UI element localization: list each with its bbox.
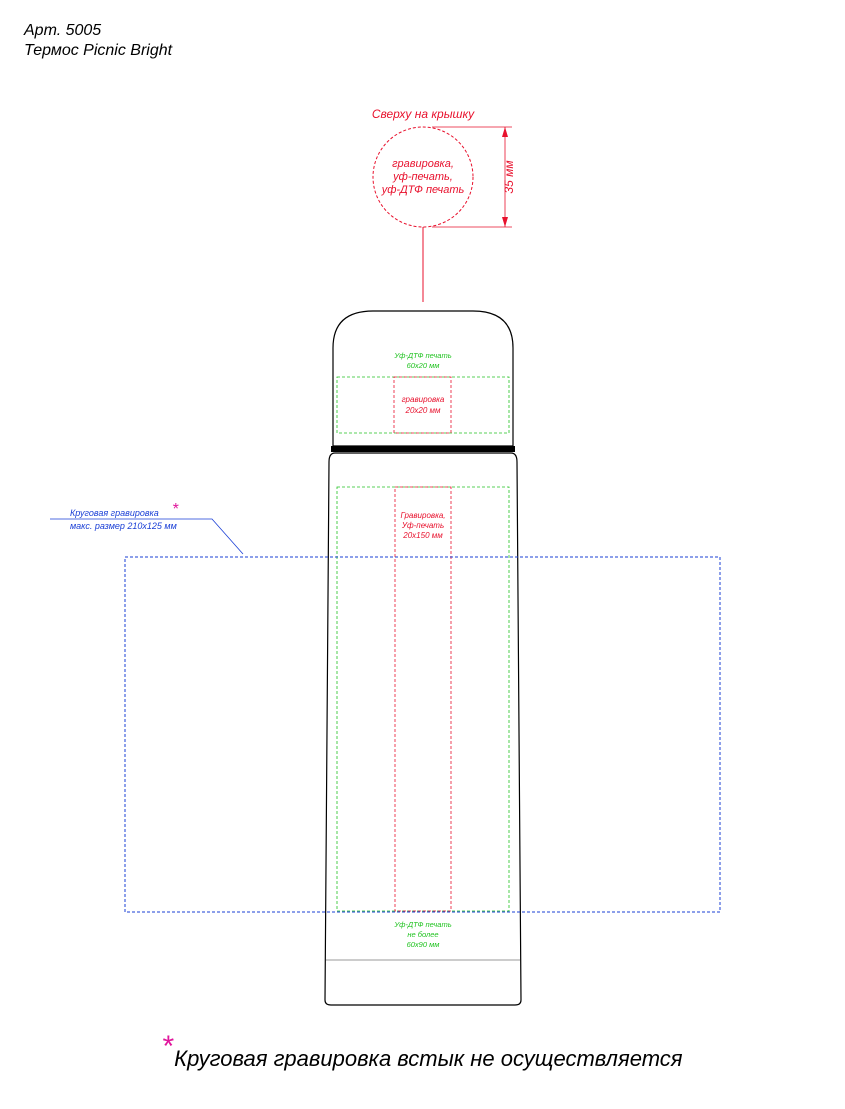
body-engraving-line-3: 20x150 мм (402, 531, 443, 540)
article-number: Арт. 5005 (24, 22, 102, 39)
body-engraving-line-2: Уф-печать (401, 521, 444, 530)
lid-engraving-line-1: гравировка (402, 395, 445, 404)
thermos-body-outline (324, 452, 522, 1006)
lid-engraving-line-2: 20x20 мм (405, 406, 442, 415)
body-uvdtf-line-1: Уф-ДТФ печать (393, 920, 451, 929)
wrap-engraving-leader (50, 518, 244, 555)
footnote: *Круговая гравировка встык не осуществля… (0, 1030, 845, 1074)
product-name: Термос Picnic Bright (24, 42, 173, 59)
footnote-asterisk: * (162, 1030, 175, 1063)
top-cap-line-2: уф-печать, (392, 171, 453, 183)
lid-uvdtf-line-2: 60x20 мм (407, 361, 440, 370)
wrap-engraving-asterisk: * (172, 501, 179, 518)
thermos-lid-outline (332, 310, 514, 447)
lid-seal-band (331, 446, 515, 452)
top-cap-line-1: гравировка, (392, 158, 454, 170)
lid-engraving-zone (393, 376, 452, 434)
body-uvdtf-line-2: не более (407, 930, 438, 939)
top-cap-circle (372, 126, 474, 228)
wrap-engraving-title: Круговая гравировка (70, 508, 159, 518)
wrap-engraving-zone (124, 556, 721, 913)
dimension-arrow-up (502, 127, 508, 137)
wrap-engraving-max-size: макс. размер 210x125 мм (70, 521, 177, 531)
footnote-text: Круговая гравировка встык не осуществляе… (174, 1046, 683, 1071)
body-uvdtf-line-3: 60x90 мм (407, 940, 440, 949)
dimension-label: 35 мм (502, 160, 516, 193)
top-cap-title: Сверху на крышку (372, 107, 475, 121)
lid-uvdtf-line-1: Уф-ДТФ печать (393, 351, 451, 360)
dimension-arrow-down (502, 217, 508, 227)
body-engraving-zone (394, 486, 452, 912)
top-cap-line-3: уф-ДТФ печать (381, 184, 465, 196)
body-engraving-line-1: Гравировка, (400, 511, 445, 520)
body-uvdtf-zone (336, 486, 510, 912)
lid-uvdtf-zone (336, 376, 510, 434)
